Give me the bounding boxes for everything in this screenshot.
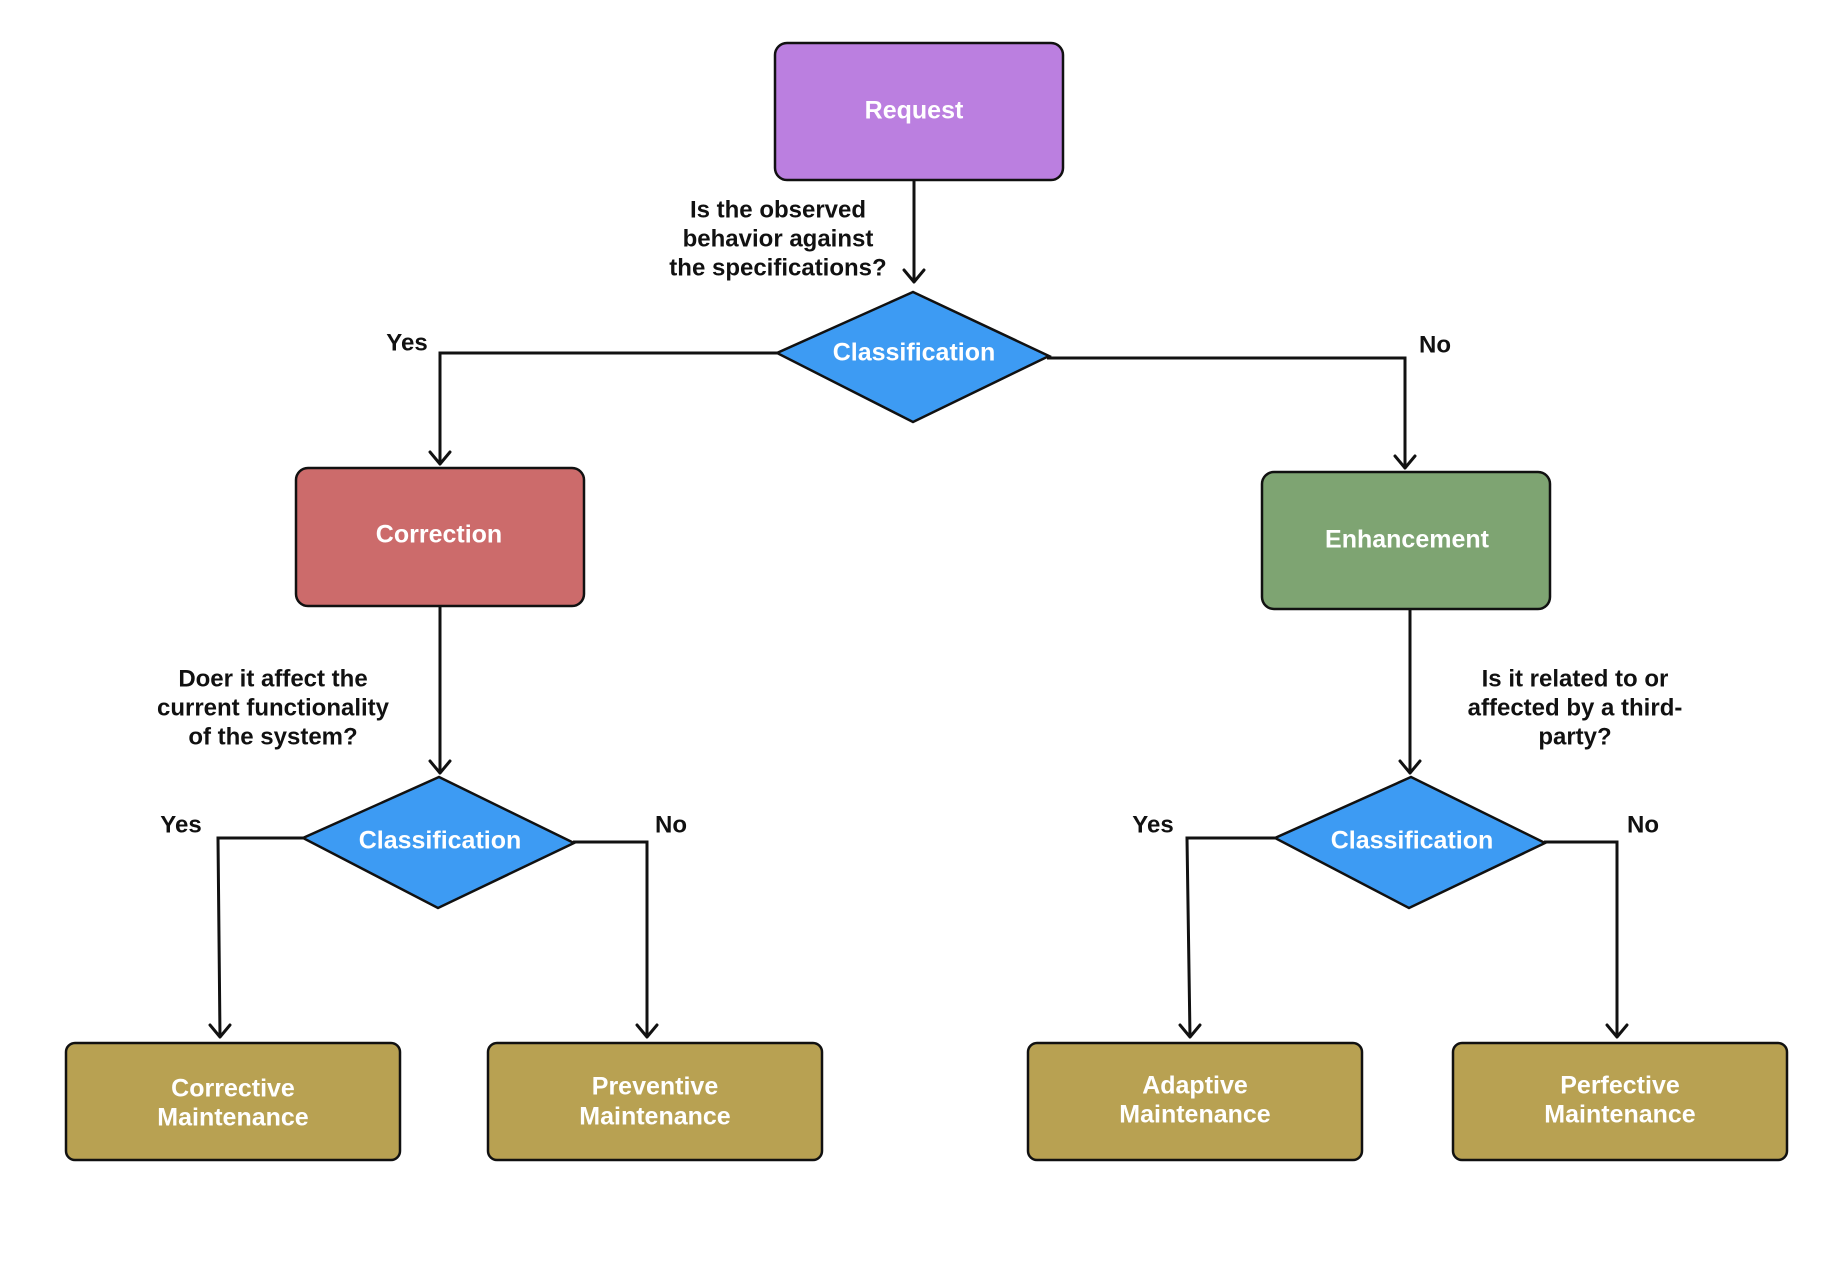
node-preventive-maintenance: Preventive Maintenance xyxy=(486,1041,824,1162)
classification-right-label: Classification xyxy=(1331,827,1494,855)
arrowhead-top-yes xyxy=(428,450,452,466)
arrowhead-right-yes xyxy=(1178,1023,1202,1039)
node-correction: Correction xyxy=(294,466,586,608)
arrowhead-request-classification xyxy=(902,268,926,284)
edges xyxy=(208,180,1629,1039)
correction-label: Correction xyxy=(376,521,502,549)
branch-right-yes: Yes xyxy=(1132,811,1173,838)
adaptive-label-line1: Adaptive xyxy=(1142,1072,1248,1100)
arrowhead-right-no xyxy=(1605,1023,1629,1039)
branch-labels: Yes No Yes No Yes No xyxy=(160,329,1659,838)
preventive-label-line1: Preventive xyxy=(592,1073,719,1101)
node-adaptive-maintenance: Adaptive Maintenance xyxy=(1026,1041,1364,1162)
question-left-line1: Doer it affect the xyxy=(178,665,367,692)
node-classification-top: Classification xyxy=(774,290,1052,424)
question-right-line3: party? xyxy=(1538,723,1611,750)
perfective-label-line1: Perfective xyxy=(1560,1072,1680,1100)
arrowhead-correction-classification xyxy=(428,759,452,775)
edge-top-yes xyxy=(438,351,777,464)
adaptive-label-line2: Maintenance xyxy=(1119,1101,1271,1129)
question-top-line1: Is the observed xyxy=(690,196,866,223)
question-left-line3: of the system? xyxy=(188,723,357,750)
node-corrective-maintenance: Corrective Maintenance xyxy=(64,1041,402,1162)
request-label: Request xyxy=(865,97,964,125)
edge-left-no xyxy=(573,840,649,1037)
node-classification-right: Classification xyxy=(1272,775,1548,910)
arrowhead-enhancement-classification xyxy=(1398,759,1422,775)
classification-left-label: Classification xyxy=(359,827,522,855)
node-request: Request xyxy=(773,41,1065,182)
preventive-label-line2: Maintenance xyxy=(579,1103,731,1131)
edge-right-yes xyxy=(1185,836,1275,1038)
corrective-label-line2: Maintenance xyxy=(157,1104,309,1132)
perfective-label-line2: Maintenance xyxy=(1544,1101,1696,1129)
edge-top-no xyxy=(1047,356,1407,468)
arrowhead-top-no xyxy=(1393,454,1417,470)
classification-top-label: Classification xyxy=(833,339,996,367)
question-right-line1: Is it related to or xyxy=(1482,665,1669,692)
branch-top-no: No xyxy=(1419,331,1451,358)
branch-left-yes: Yes xyxy=(160,811,201,838)
branch-left-no: No xyxy=(655,811,687,838)
question-left-line2: current functionality xyxy=(157,694,390,721)
question-top-line2: behavior against xyxy=(683,225,874,252)
question-right: Is it related to or affected by a third-… xyxy=(1468,665,1683,750)
question-left: Doer it affect the current functionality… xyxy=(157,665,390,750)
question-top-line3: the specifications? xyxy=(669,254,886,281)
edge-left-yes xyxy=(216,836,303,1038)
question-top: Is the observed behavior against the spe… xyxy=(669,196,886,281)
node-perfective-maintenance: Perfective Maintenance xyxy=(1451,1041,1789,1162)
question-right-line2: affected by a third- xyxy=(1468,694,1683,721)
branch-right-no: No xyxy=(1627,811,1659,838)
corrective-label-line1: Corrective xyxy=(171,1075,295,1103)
node-classification-left: Classification xyxy=(300,775,577,910)
node-enhancement: Enhancement xyxy=(1260,470,1552,611)
arrowhead-left-no xyxy=(635,1023,659,1039)
branch-top-yes: Yes xyxy=(386,329,427,356)
enhancement-label: Enhancement xyxy=(1325,526,1490,554)
edge-right-no xyxy=(1544,840,1619,1037)
arrowhead-left-yes xyxy=(208,1023,232,1039)
